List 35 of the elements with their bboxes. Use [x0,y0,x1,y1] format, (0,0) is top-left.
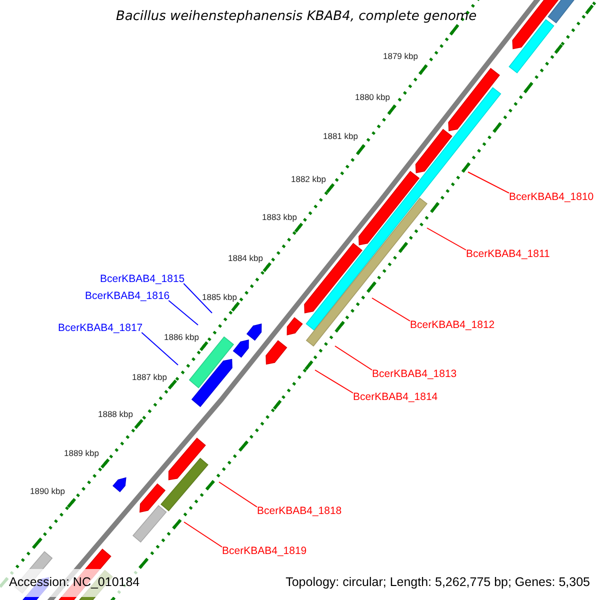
gene-label: BcerKBAB4_1816 [85,291,170,302]
gene-label: BcerKBAB4_1811 [466,249,550,260]
scale-label: 1885 kbp [202,293,237,302]
leader-line [218,482,258,508]
scale-label: 1887 kbp [132,373,167,382]
leader-line [468,172,510,194]
leader-line [426,228,466,250]
leader-line [314,370,354,394]
gene-label: BcerKBAB4_1813 [372,369,457,380]
leader-line [141,332,178,366]
scale-label: 1890 kbp [30,487,65,496]
scale-label: 1888 kbp [98,410,133,418]
scale-label: 1886 kbp [164,333,199,342]
leader-line [184,522,222,548]
leader-line [372,298,410,322]
accession-text: Accession: NC_010184 [9,576,140,588]
scale-label: 1879 kbp [383,52,418,60]
leader-line [168,300,198,326]
gene-label: BcerKBAB4_1815 [100,274,185,284]
scale-label: 1880 kbp [355,93,390,102]
leader-line [334,346,372,370]
scale-label: 1884 kbp [228,254,263,262]
gene-label: BcerKBAB4_1814 [353,392,438,402]
scale-label: 1881 kbp [323,132,358,140]
scale-label: 1882 kbp [291,175,326,184]
scale-label: 1883 kbp [262,213,297,222]
gene-label: BcerKBAB4_1817 [58,323,143,334]
gene-label: BcerKBAB4_1819 [222,546,307,556]
leader-line [183,283,212,314]
genome-stats-text: Topology: circular; Length: 5,262,775 bp; Genes: 5,305 [286,576,590,588]
scale-label: 1889 kbp [64,449,99,458]
gene-label: BcerKBAB4_1812 [410,320,495,330]
gene-label: BcerKBAB4_1810 [509,192,594,202]
gene-label: BcerKBAB4_1818 [257,506,342,516]
title: Bacillus weihenstephanensis KBAB4, complete genome [116,10,477,23]
